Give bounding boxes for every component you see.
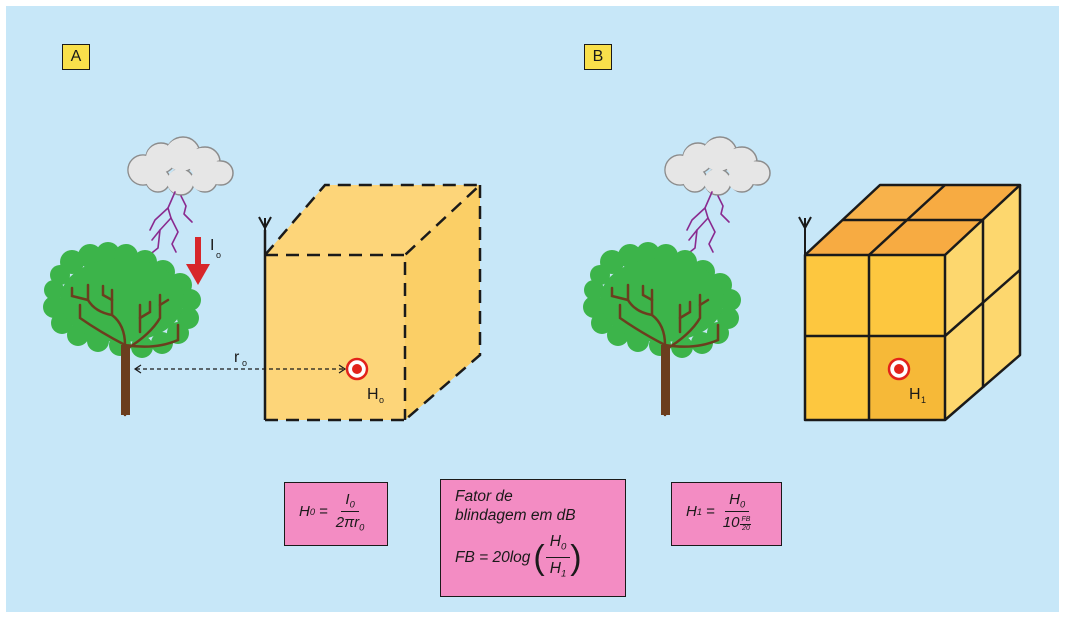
formula-h1-exp-den: 20 (742, 524, 750, 532)
lightning-bolt-icon (684, 191, 730, 257)
formula-h0-num-sub: 0 (349, 499, 355, 510)
field-point-icon (887, 357, 911, 381)
formula-h1-num-sub: 0 (739, 499, 746, 510)
formula-h1-exp-num: FB (740, 515, 752, 525)
tree-icon (43, 242, 201, 417)
cube-enclosure-b (803, 183, 1022, 422)
formula-h1-num: H (729, 491, 740, 508)
panel-label-b: B (584, 44, 612, 70)
formula-h0-num: I (345, 491, 350, 508)
formula-h1-lhs-sub: 1 (696, 506, 703, 517)
formula-h1-eq: = (706, 503, 715, 521)
lightning-bolt-icon (147, 191, 193, 257)
formula-fb-box: Fator de blindagem em dB FB = 20log ( H0… (440, 479, 626, 597)
current-label-subscript: o (216, 250, 221, 260)
formula-h1-lhs: H (686, 503, 697, 521)
formula-fb-line1: Fator de (455, 488, 513, 505)
antenna-icon (798, 216, 812, 255)
formula-h0-den-sub: 0 (359, 522, 365, 533)
field-inside-label: H (909, 386, 921, 403)
formula-fb-lhs: FB = 20log (455, 549, 531, 567)
formula-h0-lhs-sub: 0 (309, 506, 316, 517)
formula-h0-lhs: H (299, 503, 310, 521)
cloud-icon (127, 136, 234, 196)
formula-h0-eq: = (319, 503, 328, 521)
distance-label: r (234, 349, 240, 366)
distance-arrow (133, 364, 347, 374)
formula-h0-den: 2πr (335, 514, 360, 532)
formula-fb-num-sub: 0 (560, 541, 567, 553)
arrow-down-icon (186, 237, 210, 285)
field-inside-label-subscript: 1 (921, 395, 926, 405)
formula-fb-den: H (549, 560, 561, 578)
antenna-icon (258, 216, 272, 235)
field-point-icon (345, 357, 369, 381)
field-outside-label-subscript: o (379, 395, 384, 405)
formula-fb-line2: blindagem em dB (455, 507, 576, 524)
cube-enclosure-a (263, 183, 484, 422)
field-outside-label: H (367, 386, 379, 403)
panel-label-a: A (62, 44, 90, 70)
distance-label-subscript: o (242, 358, 247, 368)
tree-icon (583, 242, 741, 417)
formula-fb-num: H (549, 533, 561, 550)
formula-h1-den-base: 10 (722, 514, 740, 532)
current-label: I (210, 237, 214, 254)
cloud-icon (664, 136, 771, 196)
formula-fb-den-sub: 1 (560, 568, 567, 580)
